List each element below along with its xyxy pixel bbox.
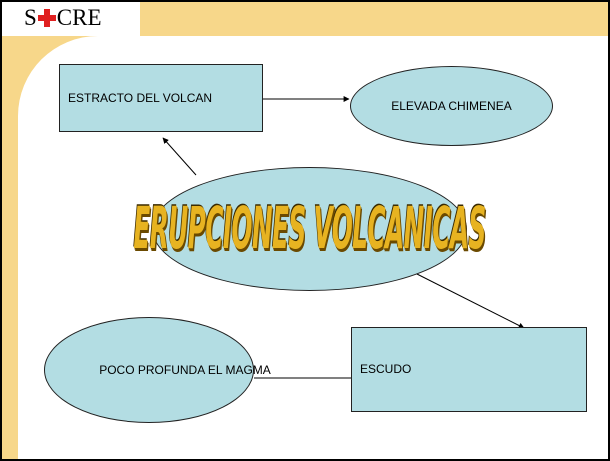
logo: S CRE [20,0,140,36]
central-node [152,167,467,291]
node-escudo: ESCUDO [351,327,587,412]
left-accent-bar [2,36,18,459]
red-cross-icon [37,9,56,27]
node-label: ESTRACTO DEL VOLCAN [68,91,213,105]
node-label: ELEVADA CHIMENEA [391,99,512,113]
node-elevada-chimenea: ELEVADA CHIMENEA [350,66,553,146]
node-label: ESCUDO [360,361,412,376]
edge-central-estracto [162,137,197,176]
logo-text-right: CRE [56,5,102,30]
node-estracto-del-volcan: ESTRACTO DEL VOLCAN [59,64,263,132]
node-poco-profunda-el-magma: POCO PROFUNDA EL MAGMA [44,317,271,423]
logo-text-left: S [24,5,37,30]
node-label: POCO PROFUNDA EL MAGMA [99,363,271,377]
edge-central-escudo [412,271,525,329]
